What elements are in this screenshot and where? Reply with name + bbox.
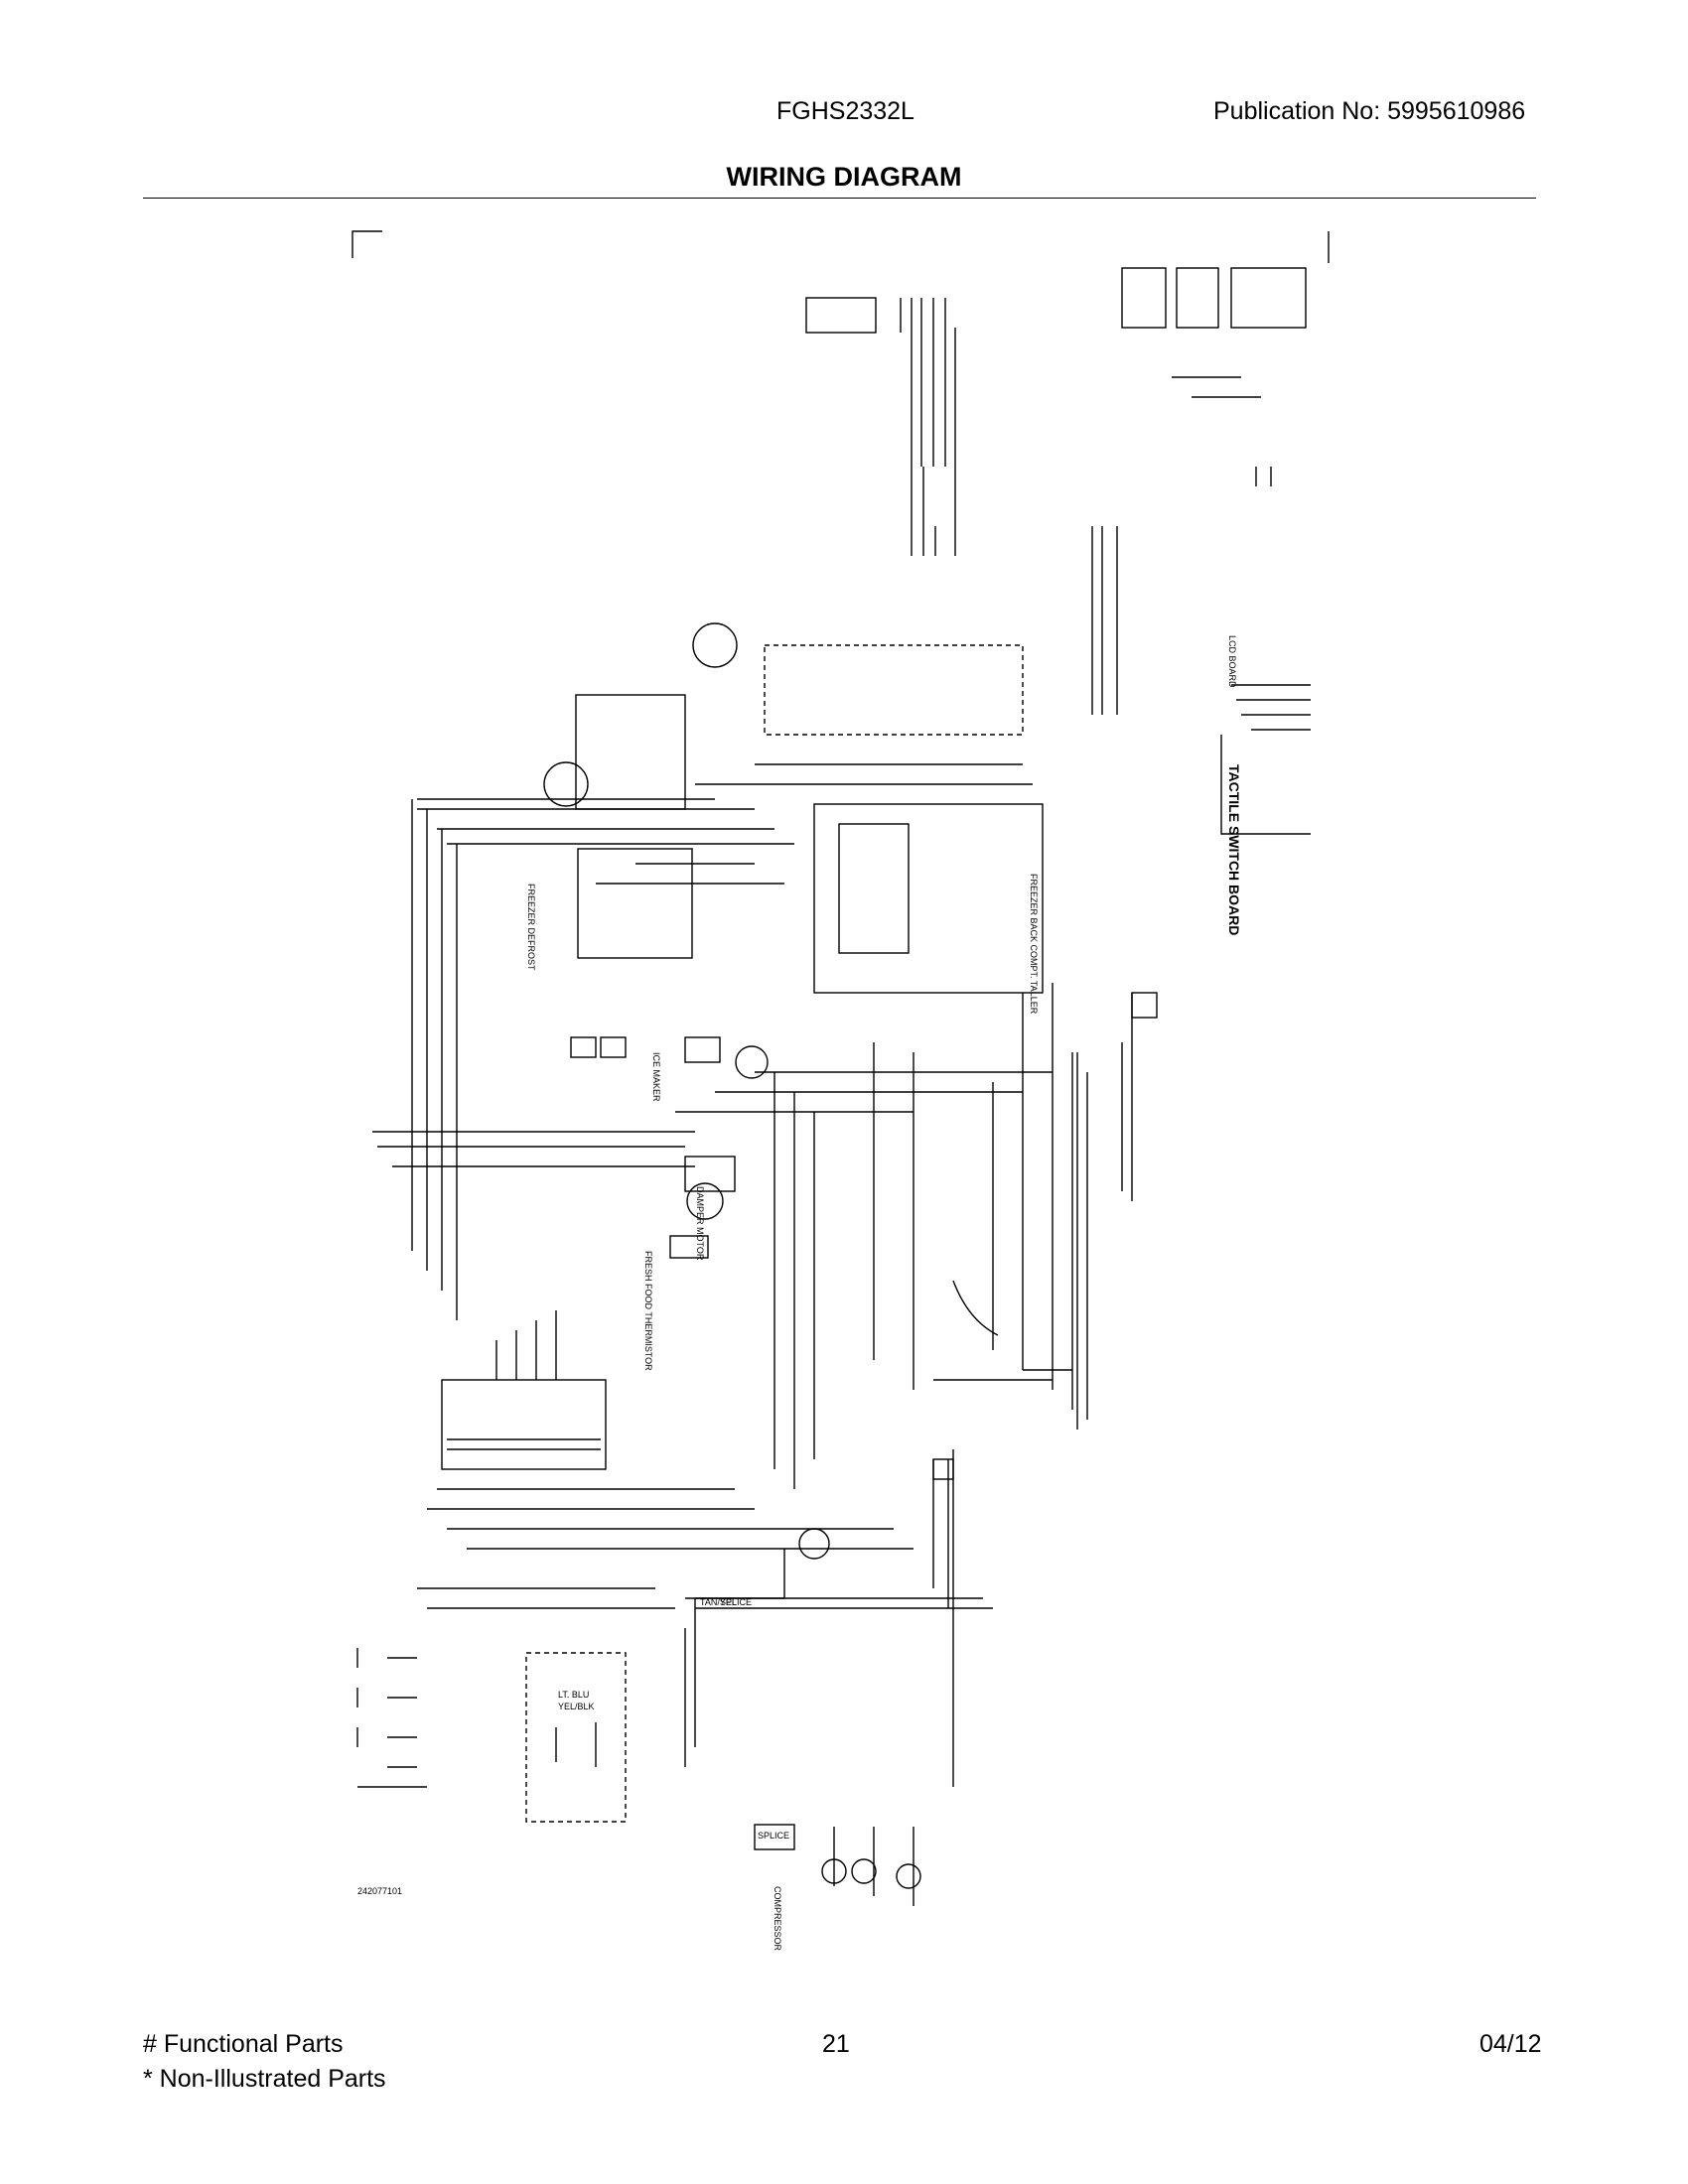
splice-label-2: SPLICE <box>720 1597 752 1607</box>
page-number: 21 <box>822 2030 850 2058</box>
diagram-labels: LCD BOARD TACTILE SWITCH BOARD FREEZER B… <box>357 635 1242 1952</box>
footer-functional-parts: # Functional Parts <box>143 2030 344 2058</box>
lcd-board-label: LCD BOARD <box>1227 635 1237 688</box>
model-number: FGHS2332L <box>776 97 914 125</box>
fresh-food-thermistor-label: FRESH FOOD THERMISTOR <box>643 1251 653 1371</box>
compressor-label: COMPRESSOR <box>773 1886 782 1952</box>
footer-non-illustrated-parts: * Non-Illustrated Parts <box>143 2065 386 2093</box>
freezer-compt-label: FREEZER BACK COMPT. TALLER <box>1029 874 1039 1015</box>
wire-tanyel-label: TAN/YEL <box>700 1597 737 1607</box>
publication-number: Publication No: 5995610986 <box>1213 97 1526 125</box>
page-title: WIRING DIAGRAM <box>726 162 962 192</box>
header-divider <box>143 198 1536 199</box>
ice-maker-label: ICE MAKER <box>651 1052 661 1102</box>
tactile-board-label: TACTILE SWITCH BOARD <box>1226 764 1242 935</box>
freezer-defrost-label: FREEZER DEFROST <box>526 884 536 971</box>
wire-yelblk-label: YEL/BLK <box>558 1702 595 1711</box>
splice-label: SPLICE <box>758 1831 789 1841</box>
damper-label: DAMPER MOTOR <box>695 1186 705 1261</box>
document-number: 242077101 <box>357 1886 402 1896</box>
diagram-wires <box>352 230 1330 1906</box>
footer-date: 04/12 <box>1479 2030 1542 2058</box>
wire-ltblu-label: LT. BLU <box>558 1690 589 1700</box>
